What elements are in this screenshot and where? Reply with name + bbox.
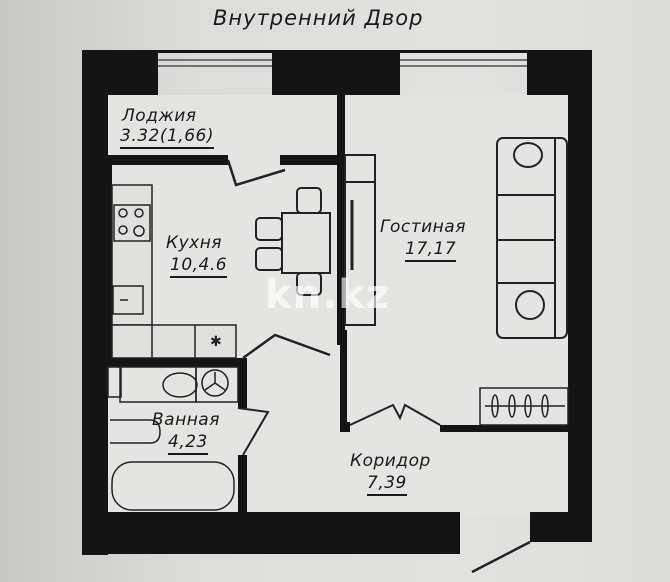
bathroom-fixtures (107, 366, 239, 511)
radiator-icon (479, 387, 569, 426)
room-name-loggia: Лоджия (122, 106, 197, 126)
living-room-door[interactable] (349, 403, 441, 426)
plan-title: Внутренний Двор (213, 6, 424, 30)
entry-door[interactable] (471, 540, 531, 574)
kitchen-counter (111, 184, 237, 359)
room-name-bathroom: Ванная (152, 410, 220, 430)
room-area-kitchen: 10,4.6 (170, 255, 228, 278)
hood-icon: ✱ (210, 334, 222, 350)
watermark: kn.kz (265, 272, 391, 318)
stove-icon (113, 204, 151, 242)
room-area-loggia: 3.32(1,66) (120, 126, 214, 149)
windows (158, 59, 527, 67)
sink-icon (112, 285, 144, 315)
room-area-living-room: 17,17 (405, 239, 457, 262)
kitchen-door[interactable] (242, 333, 331, 360)
room-area-bathroom: 4,23 (168, 432, 208, 455)
tv-cabinet (344, 154, 376, 326)
walls (82, 50, 592, 555)
bathroom-door[interactable] (237, 407, 270, 456)
room-name-living-room: Гостиная (380, 217, 466, 237)
room-name-corridor: Коридор (350, 451, 431, 471)
room-name-kitchen: Кухня (166, 233, 223, 253)
loggia-door[interactable] (226, 159, 286, 187)
dining-table (255, 187, 331, 296)
sofa (496, 137, 568, 339)
room-area-corridor: 7,39 (367, 473, 407, 496)
